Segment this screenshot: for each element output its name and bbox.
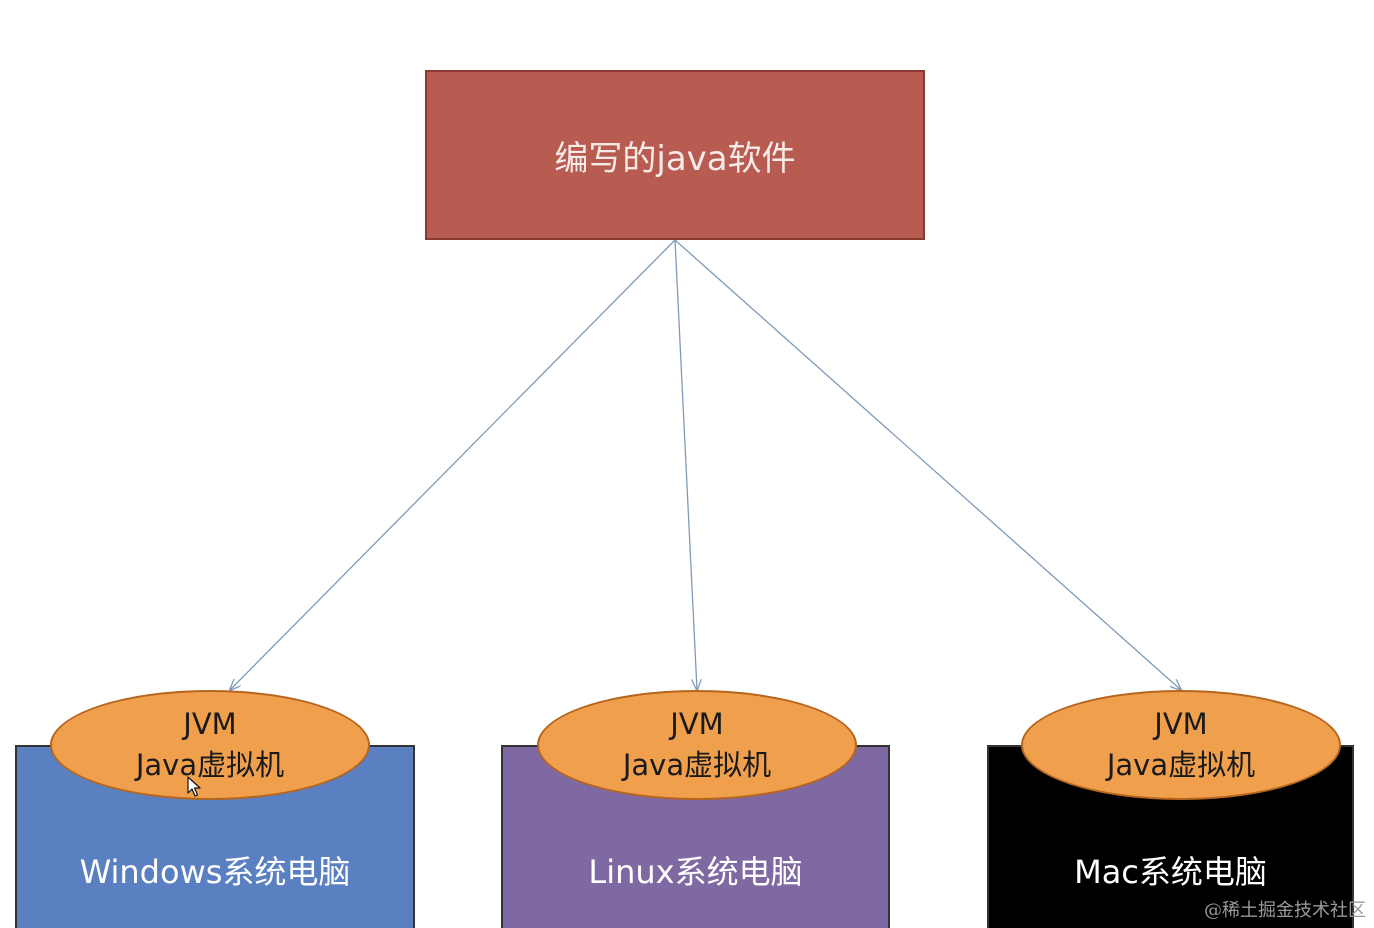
java-software-label: 编写的java软件 (554, 138, 796, 179)
jvm-title: JVM (1154, 707, 1208, 742)
jvm-subtitle: Java虚拟机 (135, 748, 285, 782)
jvm-title: JVM (183, 707, 237, 742)
arrow-to-windows-jvm (230, 239, 676, 690)
arrow-to-linux-jvm (674, 239, 697, 690)
jvm-subtitle: Java虚拟机 (1106, 748, 1256, 782)
linux-platform-label: Linux系统电脑 (588, 853, 803, 891)
jvm-subtitle: Java虚拟机 (622, 748, 772, 782)
mouse-cursor-icon (187, 776, 201, 797)
arrow-to-mac-jvm (674, 239, 1181, 690)
jvm-title: JVM (670, 707, 724, 742)
windows-jvm-ellipse: JVM Java虚拟机 (50, 690, 370, 800)
windows-platform-label: Windows系统电脑 (79, 853, 351, 891)
java-software-box: 编写的java软件 (425, 70, 925, 240)
linux-jvm-ellipse: JVM Java虚拟机 (537, 690, 857, 800)
mac-jvm-ellipse: JVM Java虚拟机 (1021, 690, 1341, 800)
mac-platform-label: Mac系统电脑 (1074, 853, 1267, 891)
watermark: @稀土掘金技术社区 (1204, 900, 1366, 921)
